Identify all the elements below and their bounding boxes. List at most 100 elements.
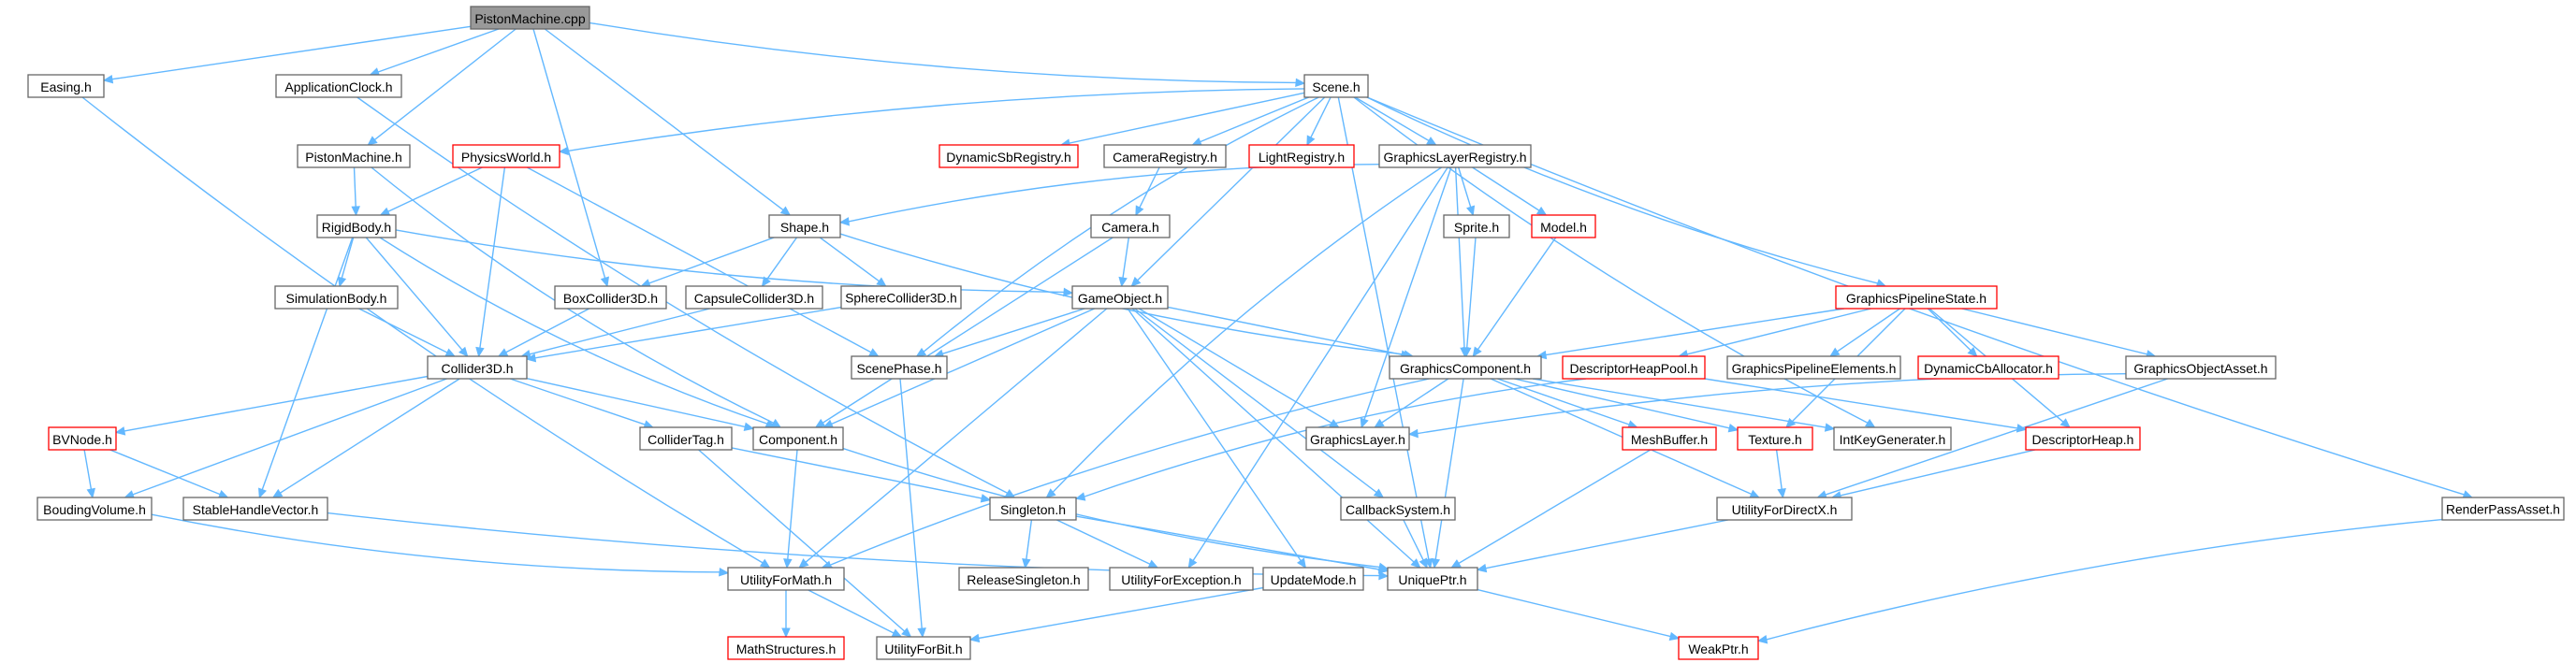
node-graphicscomponent[interactable]: GraphicsComponent.h [1389,355,1542,380]
node-utilityfordirectx[interactable]: UtilityForDirectX.h [1716,497,1853,521]
node-utilityforbit[interactable]: UtilityForBit.h [876,636,971,660]
edge-line [1366,96,1878,284]
edge-singleton-to-utilityforexception [1056,519,1159,569]
node-singleton[interactable]: Singleton.h [989,497,1077,521]
node-graphicspipelinestate[interactable]: GraphicsPipelineState.h [1835,285,1998,310]
node-descriptorheappool[interactable]: DescriptorHeapPool.h [1562,355,1706,380]
node-boudingvolume[interactable]: BoudingVolume.h [36,497,153,521]
node-mathstructures[interactable]: MathStructures.h [727,636,845,660]
edge-line [1138,308,1332,425]
node-graphicsobjectasset[interactable]: GraphicsObjectAsset.h [2125,355,2277,380]
edge-model-to-graphicscomponent [1472,237,1557,358]
edge-line [1127,308,1302,561]
edge-line [589,22,1297,84]
node-texture[interactable]: Texture.h [1737,426,1813,451]
node-gameobject[interactable]: GameObject.h [1071,285,1169,310]
node-scene[interactable]: Scene.h [1303,74,1369,98]
node-box [2125,355,2277,380]
node-spherecollider3d[interactable]: SphereCollider3D.h [840,285,962,310]
arrowhead-icon [1377,565,1390,574]
node-camera[interactable]: Camera.h [1090,214,1171,238]
node-shape[interactable]: Shape.h [768,214,841,238]
arrowhead-icon [1472,346,1482,358]
edge-line [111,25,472,80]
node-cameraregistry[interactable]: CameraRegistry.h [1103,144,1227,168]
edge-line [1056,519,1151,565]
node-stablehandlevector[interactable]: StableHandleVector.h [182,497,328,521]
node-easing[interactable]: Easing.h [27,74,105,98]
node-model[interactable]: Model.h [1531,214,1596,238]
edge-line [379,237,768,425]
node-boxcollider3d[interactable]: BoxCollider3D.h [554,285,667,310]
arrowhead-icon [1130,276,1142,287]
edge-line [805,308,1108,563]
edge-line [505,308,590,353]
node-utilityformath[interactable]: UtilityForMath.h [727,567,845,591]
arrowhead-icon [783,558,793,569]
node-collidertag[interactable]: ColliderTag.h [639,426,733,451]
arrowhead-icon [1450,559,1462,569]
node-graphicslayerregistry[interactable]: GraphicsLayerRegistry.h [1378,144,1532,168]
arrowhead-icon [1535,206,1548,216]
node-simulationbody[interactable]: SimulationBody.h [274,285,399,310]
node-utilityforexception[interactable]: UtilityForException.h [1109,567,1254,591]
edge-pistonmachine-to-pistonmachine [367,28,517,146]
node-intkeygenerater[interactable]: IntKeyGenerater.h [1833,426,1952,451]
arrowhead-icon [1431,557,1441,569]
edge-graphicslayerregistry-to-singleton [1045,166,1442,498]
node-applicationclock[interactable]: ApplicationClock.h [275,74,402,98]
node-weakptr[interactable]: WeakPtr.h [1678,636,1759,660]
node-graphicslayer[interactable]: GraphicsLayer.h [1305,426,1410,451]
node-dynamicsbregistry[interactable]: DynamicSbRegistry.h [939,144,1079,168]
edge-line [842,447,1380,569]
node-rigidbody[interactable]: RigidBody.h [316,214,397,238]
edge-scene-to-dynamicsbregistry [1059,92,1305,148]
node-box [727,567,845,591]
node-physicsworld[interactable]: PhysicsWorld.h [452,144,560,168]
node-box [939,144,1079,168]
node-pistonmachine[interactable]: PistonMachine.h [297,144,411,168]
node-uniqueptr[interactable]: UniquePtr.h [1387,567,1478,591]
arrowhead-icon [1967,347,1978,357]
edge-scene-to-physicsworld [558,88,1305,156]
arrowhead-icon [1296,557,1306,569]
arrowhead-icon [891,628,903,638]
node-meshbuffer[interactable]: MeshBuffer.h [1622,426,1717,451]
edge-line [978,586,1264,640]
node-pistonmachine[interactable]: PistonMachine.cpp [470,6,590,30]
node-descriptorheap[interactable]: DescriptorHeap.h [2025,426,2141,451]
node-releasesingleton[interactable]: ReleaseSingleton.h [958,567,1089,591]
node-label: WeakPtr.h [1688,641,1748,656]
node-graphicspipelineelements[interactable]: GraphicsPipelineElements.h [1726,355,1901,380]
edge-line [899,378,923,629]
edge-line [1075,515,1380,570]
node-label: UtilityForException.h [1121,572,1241,587]
node-dynamiccballocator[interactable]: DynamicCbAllocator.h [1917,355,2059,380]
node-label: MeshBuffer.h [1631,432,1708,447]
edge-rigidbody-to-component [379,237,777,428]
edge-component-to-uniqueptr [842,447,1390,571]
node-callbacksystem[interactable]: CallbackSystem.h [1340,497,1456,521]
edge-line [1840,449,2036,497]
node-component[interactable]: Component.h [752,426,844,451]
node-lightregistry[interactable]: LightRegistry.h [1248,144,1355,168]
edge-graphicslayerregistry-to-graphicslayer [1360,166,1452,429]
arrowhead-icon [876,277,887,287]
edge-line [1084,378,1587,497]
node-renderpassasset[interactable]: RenderPassAsset.h [2441,497,2565,521]
edge-line [1354,96,1430,142]
node-box [1109,567,1254,591]
node-capsulecollider3d[interactable]: CapsuleCollider3D.h [685,285,823,310]
node-updatemode[interactable]: UpdateMode.h [1262,567,1364,591]
node-box [727,636,845,660]
node-collider3d[interactable]: Collider3D.h [427,355,528,380]
edge-line [1069,92,1305,144]
node-label: Component.h [759,432,837,447]
node-box [427,355,528,380]
edge-line [1134,308,1377,494]
node-sprite[interactable]: Sprite.h [1443,214,1510,238]
node-bvnode[interactable]: BVNode.h [48,426,117,451]
edge-line [357,96,1008,494]
node-scenephase[interactable]: ScenePhase.h [851,355,948,380]
